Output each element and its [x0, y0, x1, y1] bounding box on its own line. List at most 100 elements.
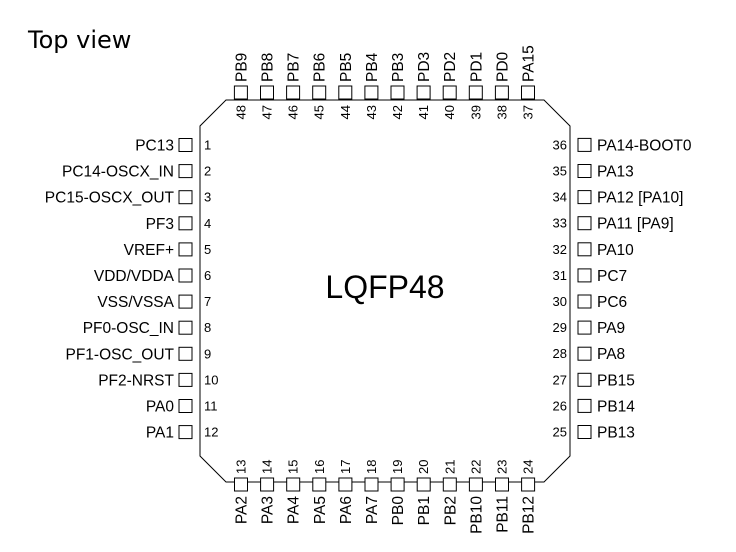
- pin-number-5: 5: [204, 242, 211, 257]
- pin-number-13: 13: [234, 460, 249, 474]
- pin-number-14: 14: [260, 460, 275, 474]
- pin-pad-21: [442, 477, 457, 492]
- pin-name-29: PA9: [597, 320, 625, 337]
- pin-number-46: 46: [286, 105, 301, 119]
- pin-pad-46: [286, 85, 301, 100]
- package-body: [199, 99, 571, 483]
- pin-name-6: VDD/VDDA: [94, 268, 175, 285]
- pin-pad-10: [178, 372, 193, 387]
- pin-pad-36: [577, 137, 592, 152]
- pin-number-3: 3: [204, 190, 211, 205]
- pin-number-45: 45: [312, 105, 327, 119]
- pin-pad-47: [260, 85, 274, 100]
- pin-pad-4: [178, 216, 193, 231]
- pin-name-42: PB3: [390, 53, 407, 82]
- pin-pad-32: [577, 242, 592, 257]
- pin-number-18: 18: [364, 460, 379, 474]
- pin-number-19: 19: [390, 460, 405, 474]
- pin-name-3: PC15-OSCX_OUT: [45, 190, 175, 207]
- pin-number-42: 42: [390, 105, 405, 119]
- pin-number-20: 20: [416, 460, 431, 474]
- pin-pad-30: [577, 294, 592, 309]
- pin-name-41: PD3: [416, 52, 433, 82]
- pin-number-25: 25: [553, 425, 567, 440]
- pin-name-14: PA3: [260, 496, 277, 524]
- pin-pad-43: [364, 85, 379, 100]
- pin-name-9: PF1-OSC_OUT: [65, 346, 174, 363]
- pin-pad-3: [178, 190, 193, 205]
- pin-pad-29: [577, 320, 592, 335]
- pin-pad-1: [178, 138, 193, 152]
- pin-pad-2: [178, 164, 193, 179]
- pin-pad-44: [338, 85, 353, 100]
- pin-pad-6: [178, 268, 193, 283]
- pin-name-39: PD1: [468, 52, 485, 82]
- pin-pad-5: [178, 242, 193, 257]
- pin-pad-22: [468, 477, 483, 492]
- pin-number-47: 47: [260, 105, 275, 119]
- pin-name-8: PF0-OSC_IN: [83, 320, 174, 337]
- pin-name-31: PC7: [597, 268, 627, 285]
- pin-pad-17: [338, 477, 353, 492]
- pin-number-6: 6: [204, 268, 211, 283]
- pin-pad-28: [577, 346, 592, 361]
- pin-number-34: 34: [553, 190, 567, 205]
- pin-number-38: 38: [494, 105, 509, 119]
- pin-number-29: 29: [553, 320, 567, 335]
- pin-number-15: 15: [286, 460, 301, 474]
- pin-name-1: PC13: [135, 138, 174, 155]
- pin-number-37: 37: [521, 105, 536, 119]
- diagram-title: Top view: [27, 26, 131, 54]
- pin-pad-27: [577, 372, 592, 387]
- pin-number-11: 11: [204, 399, 218, 414]
- pin-name-16: PA5: [312, 496, 329, 524]
- pin-name-7: VSS/VSSA: [97, 294, 174, 311]
- pin-pad-12: [178, 425, 193, 440]
- pin-number-26: 26: [553, 398, 567, 413]
- pin-number-39: 39: [468, 105, 483, 119]
- pin-number-24: 24: [521, 460, 536, 474]
- pin-name-4: PF3: [146, 216, 174, 233]
- pin-number-7: 7: [204, 294, 211, 309]
- pin-number-17: 17: [338, 460, 353, 474]
- pin-name-44: PB5: [338, 53, 355, 82]
- pin-number-1: 1: [204, 138, 211, 153]
- pin-name-18: PA7: [364, 496, 381, 524]
- pin-pad-16: [312, 477, 327, 492]
- pin-pad-13: [234, 477, 248, 492]
- pin-number-43: 43: [364, 105, 379, 119]
- pin-name-34: PA12 [PA10]: [597, 190, 683, 207]
- pin-name-15: PA4: [286, 496, 303, 525]
- pin-number-22: 22: [468, 460, 483, 474]
- pin-pad-9: [178, 346, 193, 361]
- pin-name-23: PB11: [495, 496, 512, 533]
- pin-number-9: 9: [204, 346, 211, 361]
- pin-pad-25: [577, 425, 592, 439]
- package-label: LQFP48: [325, 269, 444, 305]
- pin-number-10: 10: [204, 372, 218, 387]
- pin-pad-24: [521, 477, 536, 492]
- pin-name-38: PD0: [494, 51, 511, 82]
- pin-pad-11: [178, 399, 193, 413]
- pin-pad-38: [494, 85, 509, 100]
- pin-number-21: 21: [442, 460, 457, 474]
- pin-name-47: PB8: [260, 53, 277, 82]
- pin-name-46: PB7: [286, 53, 303, 82]
- pin-number-44: 44: [338, 105, 353, 119]
- pin-name-19: PB0: [390, 496, 407, 526]
- pin-number-12: 12: [204, 425, 218, 440]
- pin-name-45: PB6: [312, 53, 329, 82]
- pin-number-33: 33: [553, 216, 567, 231]
- pin-number-48: 48: [233, 105, 248, 119]
- pin-name-12: PA1: [146, 425, 174, 442]
- pin-name-2: PC14-OSCX_IN: [62, 164, 174, 181]
- pin-pad-18: [364, 477, 379, 492]
- pin-name-25: PB13: [597, 425, 635, 442]
- pin-name-26: PB14: [597, 398, 635, 415]
- pin-number-2: 2: [204, 164, 211, 179]
- pin-number-28: 28: [553, 346, 567, 361]
- pin-name-37: PA15: [521, 45, 538, 82]
- pin-name-33: PA11 [PA9]: [597, 216, 674, 233]
- pin-name-11: PA0: [146, 399, 175, 416]
